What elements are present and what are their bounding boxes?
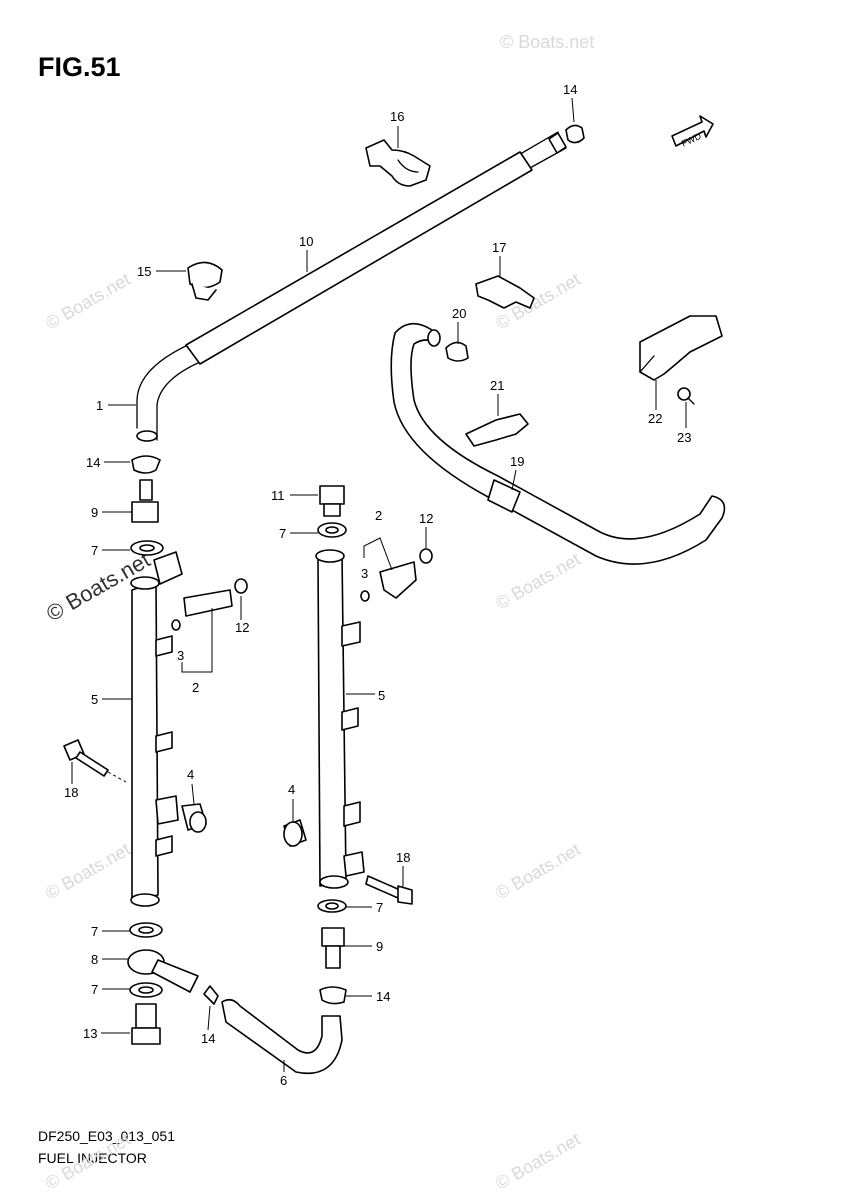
fitting-9-upper xyxy=(131,479,159,523)
callout: 23 xyxy=(677,430,691,445)
watermark: © Boats.net xyxy=(42,269,134,333)
callout: 7 xyxy=(91,543,98,558)
callout: 19 xyxy=(510,454,524,469)
bolt-18-right xyxy=(365,875,413,905)
clip-20 xyxy=(445,341,469,362)
washer-7-right-upper xyxy=(317,522,347,538)
callout: 7 xyxy=(279,526,286,541)
callout: 5 xyxy=(378,688,385,703)
grommet-4-left xyxy=(181,803,207,833)
hose-clip-14-left xyxy=(131,455,161,474)
callout-labels: 1 2 2 3 3 4 4 5 5 6 7 7 7 7 7 8 9 9 10 xyxy=(64,82,691,1088)
bracket-22 xyxy=(639,315,723,381)
fuel-rail-left xyxy=(130,551,183,907)
callout: 13 xyxy=(83,1026,97,1041)
callout: 3 xyxy=(177,648,184,663)
fuel-hose-6 xyxy=(203,985,343,1074)
callout: 6 xyxy=(280,1073,287,1088)
callout: 9 xyxy=(91,505,98,520)
watermark: © Boats.net xyxy=(42,1129,134,1193)
callout: 4 xyxy=(288,782,295,797)
clamp-21 xyxy=(465,413,529,447)
bolt-23 xyxy=(677,387,695,405)
watermark: © Boats.net xyxy=(500,32,594,52)
callout: 7 xyxy=(91,924,98,939)
callout: 18 xyxy=(396,850,410,865)
callout: 14 xyxy=(563,82,577,97)
callout: 8 xyxy=(91,952,98,967)
clamp-16 xyxy=(365,139,431,187)
clamp-15 xyxy=(187,261,223,301)
callout: 15 xyxy=(137,264,151,279)
bolt-18-left xyxy=(63,739,127,783)
callout: 17 xyxy=(492,240,506,255)
hose-clip-14-right xyxy=(319,986,347,1005)
fwd-arrow-icon: FWD xyxy=(671,115,714,149)
grommet-4-right xyxy=(283,819,307,847)
callout: 14 xyxy=(376,989,390,1004)
callout: 14 xyxy=(201,1031,215,1046)
fuel-hose-10 xyxy=(136,131,567,442)
fitting-9-lower xyxy=(321,927,345,969)
callout: 3 xyxy=(361,566,368,581)
callout: 1 xyxy=(96,398,103,413)
bolt-11 xyxy=(319,485,345,517)
clamp-17 xyxy=(475,275,535,309)
bolt-13 xyxy=(131,1003,161,1045)
washer-7-left-lower2 xyxy=(129,982,163,998)
watermark: © Boats.net xyxy=(492,549,584,613)
callout: 9 xyxy=(376,939,383,954)
washer-7-left-upper xyxy=(130,540,164,556)
washer-7-right-lower xyxy=(317,899,347,913)
callout: 12 xyxy=(419,511,433,526)
callout: 7 xyxy=(376,900,383,915)
callout: 12 xyxy=(235,620,249,635)
callout: 16 xyxy=(390,109,404,124)
fuel-rail-right xyxy=(315,549,365,889)
washer-7-left-lower1 xyxy=(129,922,163,938)
fuel-hose-19 xyxy=(390,322,726,565)
callout: 18 xyxy=(64,785,78,800)
callout: 5 xyxy=(91,692,98,707)
callout: 4 xyxy=(187,767,194,782)
watermark: © Boats.net xyxy=(492,1129,584,1193)
watermark: © Boats.net xyxy=(42,839,134,903)
callout: 10 xyxy=(299,234,313,249)
union-8 xyxy=(127,949,199,993)
injector-right xyxy=(360,548,433,602)
injector-left xyxy=(171,578,248,631)
model-code: DF250_E03_013_051 xyxy=(38,1128,176,1144)
callout: 21 xyxy=(490,378,504,393)
callout: 20 xyxy=(452,306,466,321)
callout: 2 xyxy=(192,680,199,695)
watermark: © Boats.net xyxy=(492,839,584,903)
callout: 2 xyxy=(375,508,382,523)
hose-clip-14-top xyxy=(565,124,585,144)
callout: 7 xyxy=(91,982,98,997)
figure-name: FUEL INJECTOR xyxy=(38,1150,147,1166)
callout: 14 xyxy=(86,455,100,470)
callout: 22 xyxy=(648,411,662,426)
callout: 11 xyxy=(271,488,285,503)
figure-title: FIG.51 xyxy=(38,52,121,82)
